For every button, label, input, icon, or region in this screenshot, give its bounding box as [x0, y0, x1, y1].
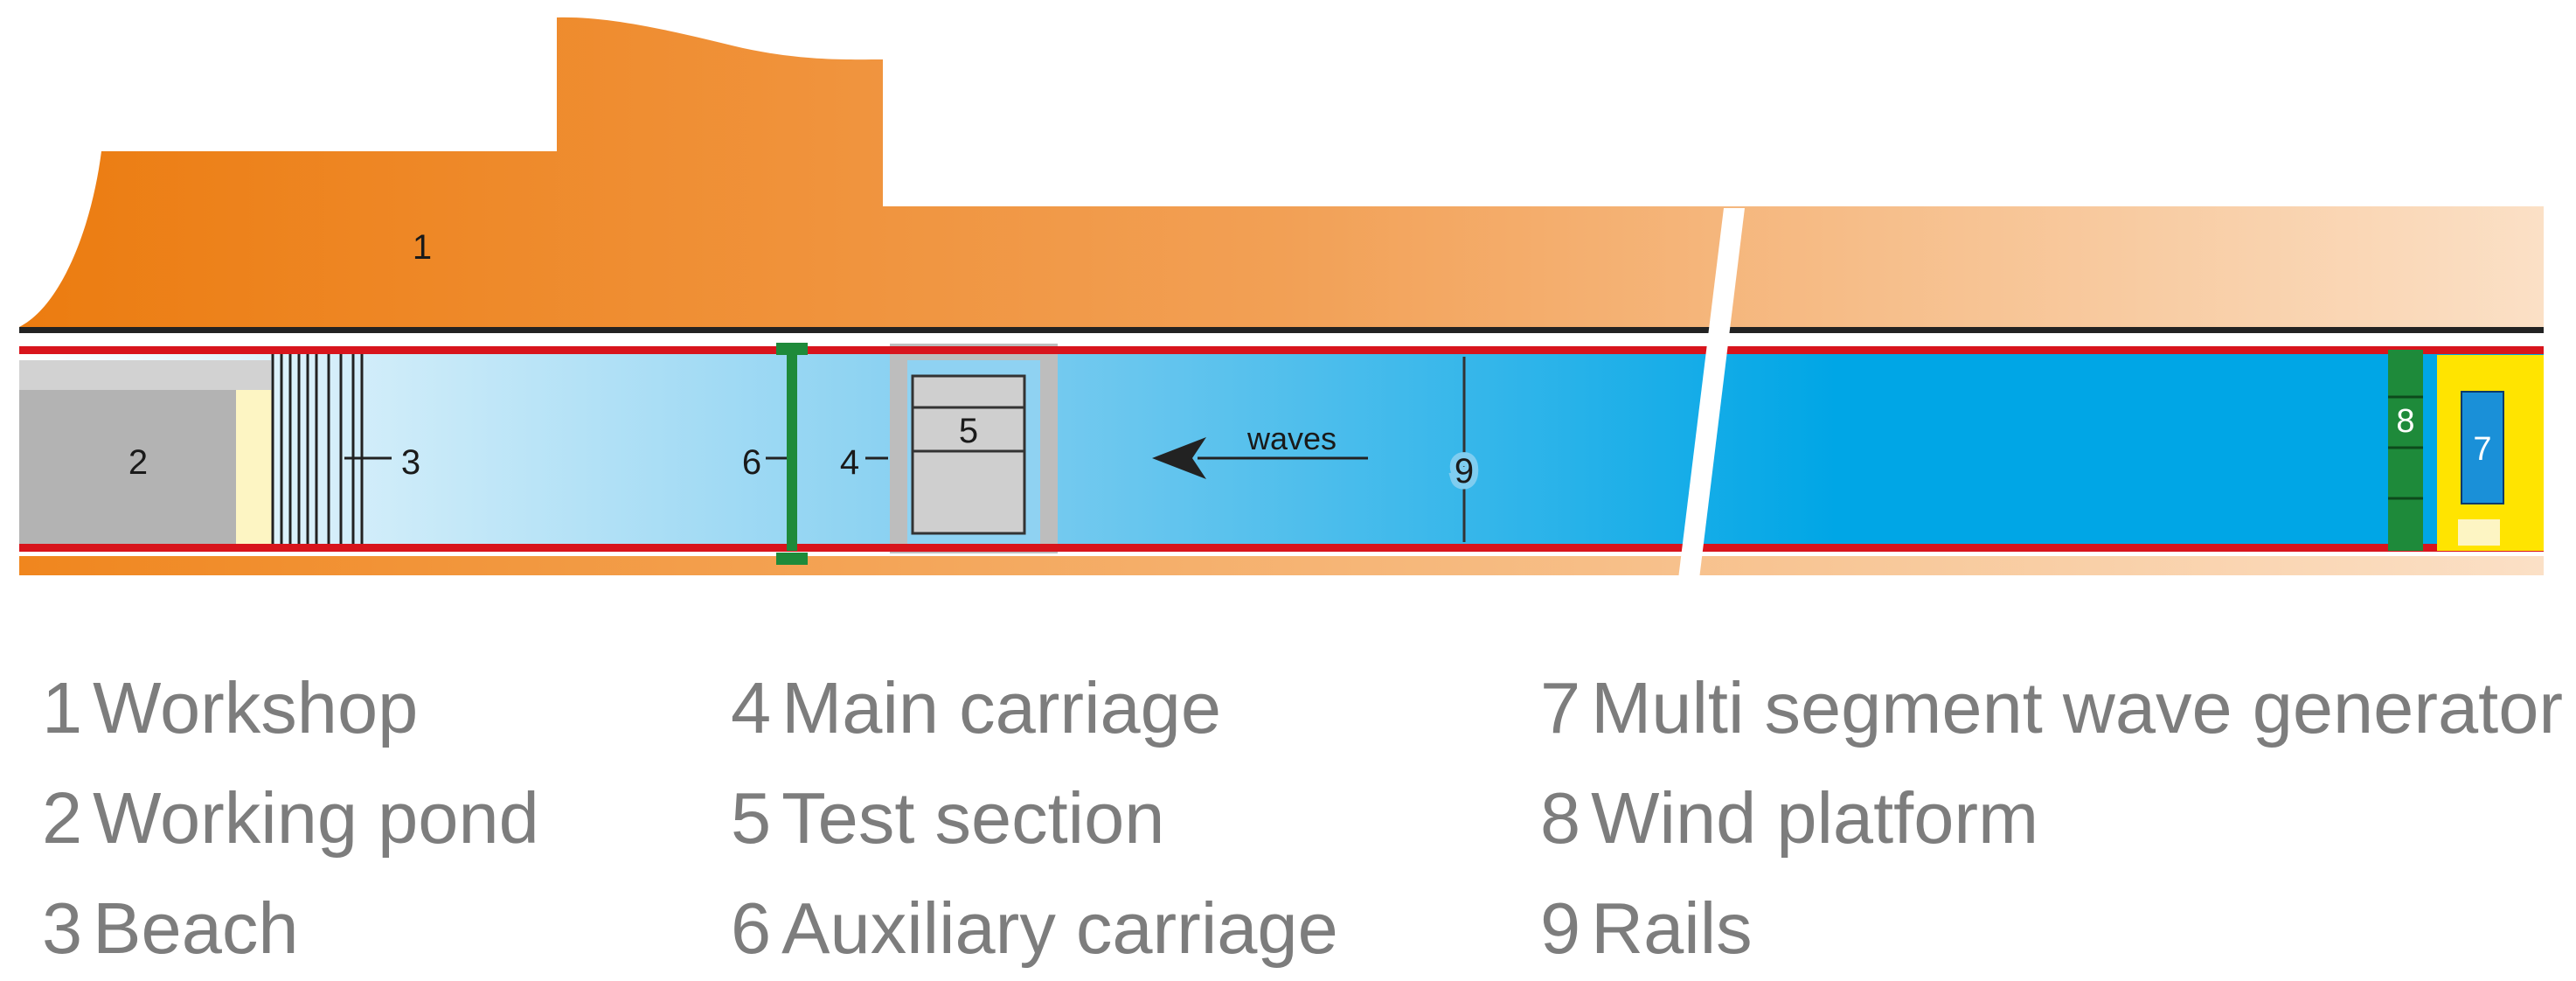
auxiliary-carriage-cap-top: [776, 343, 808, 355]
wave-generator-inset: [2458, 519, 2500, 546]
rail-top: [19, 346, 2544, 354]
wave-generator-marker: 7: [2473, 431, 2491, 468]
rails-marker: 9: [1455, 452, 1474, 491]
bottom-strip: [19, 556, 2544, 575]
main-carriage-marker: 4: [840, 443, 859, 482]
waves-label: waves: [1246, 421, 1337, 456]
workshop-marker: 1: [413, 228, 432, 267]
beach-slats: [271, 353, 364, 546]
auxiliary-carriage-marker: 6: [742, 443, 761, 482]
wind-platform: [2388, 350, 2423, 551]
wind-platform-marker: 8: [2396, 403, 2414, 440]
working-pond: [19, 360, 271, 544]
rail-bottom: [19, 544, 2544, 552]
working-pond-shade: [19, 360, 271, 390]
water-channel: [19, 346, 2544, 549]
waves-arrow-head: [1152, 437, 1206, 479]
beach: [236, 390, 273, 544]
test-section: [911, 374, 1026, 535]
beach-marker: 3: [401, 443, 420, 482]
working-pond-marker: 2: [128, 443, 148, 482]
tank-break-gap: [1678, 208, 1745, 579]
wave-generator: [2461, 391, 2504, 504]
auxiliary-carriage: [787, 350, 797, 551]
wind-platform-dividers: [2388, 395, 2423, 500]
test-section-marker: 5: [959, 412, 978, 450]
auxiliary-carriage-cap-bottom: [776, 553, 808, 565]
workshop-building: [19, 17, 2544, 330]
roof-line: [19, 327, 2544, 333]
